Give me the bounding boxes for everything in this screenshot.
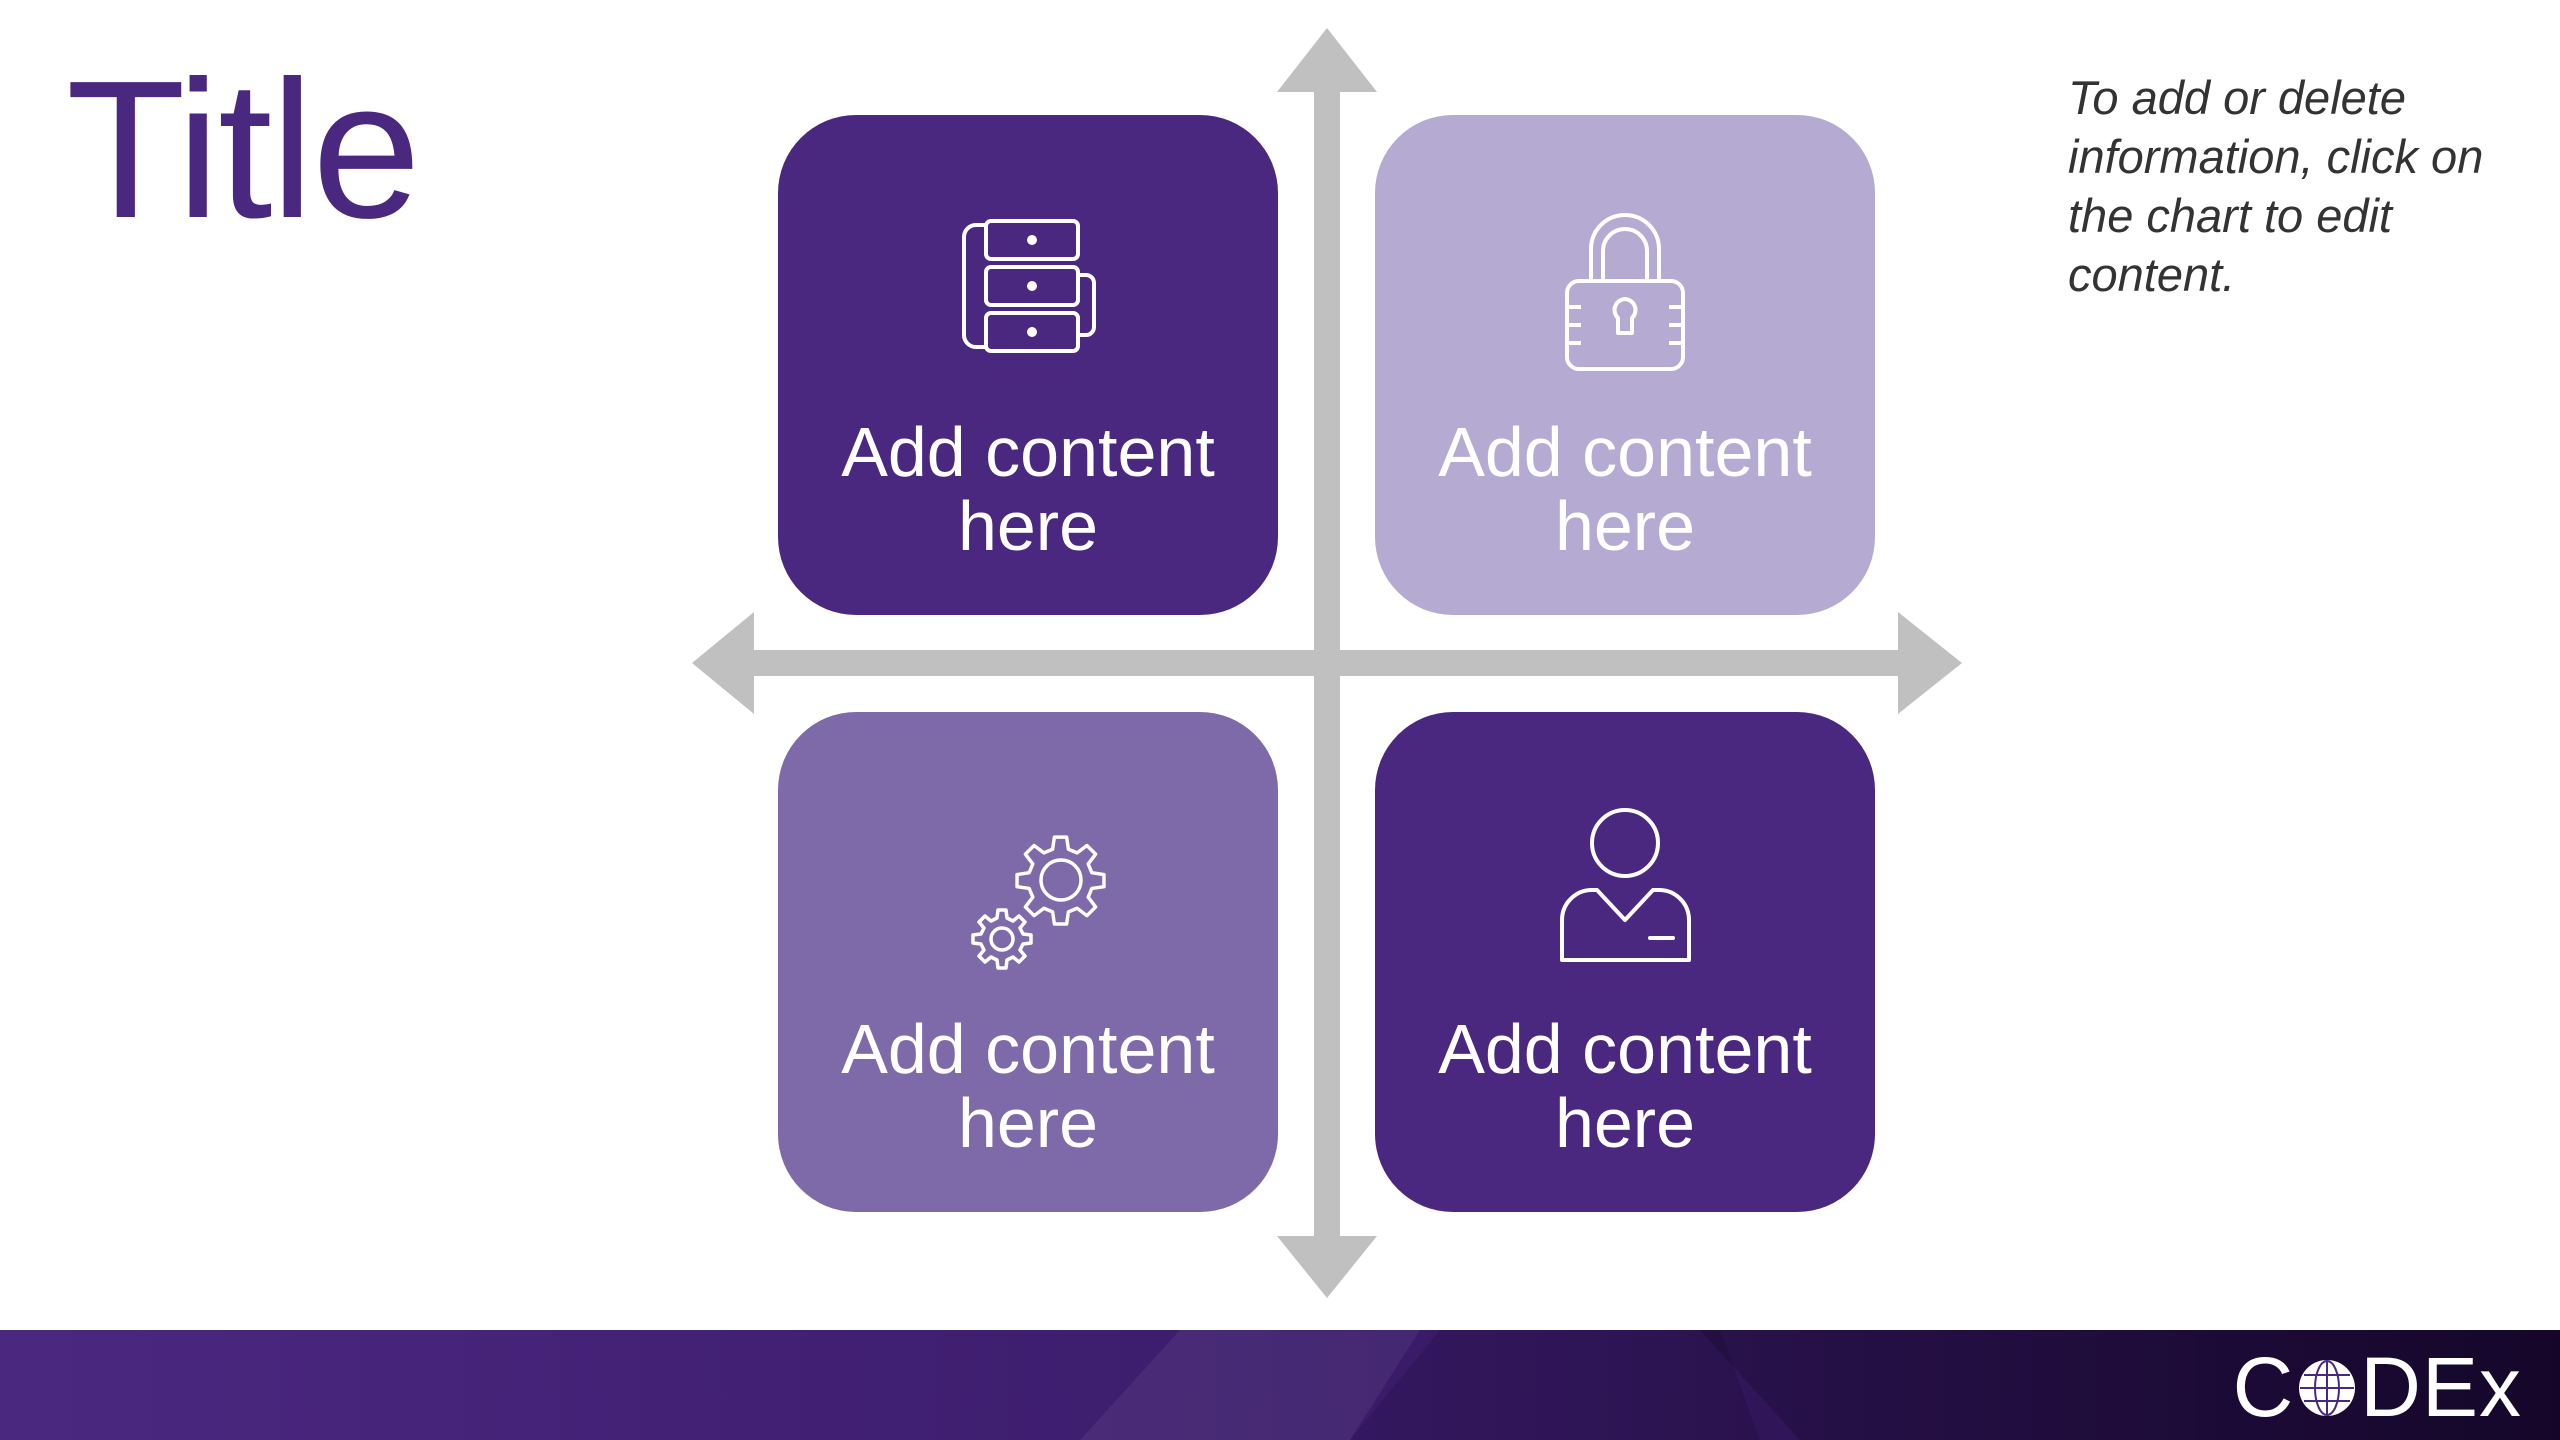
gears-icon <box>971 835 1106 970</box>
brand-suffix: DEx <box>2360 1340 2522 1434</box>
axis-arrow-down <box>1277 1236 1377 1298</box>
slide-title[interactable]: Title <box>66 40 421 259</box>
globe-icon <box>2299 1359 2356 1416</box>
footer-band <box>0 1330 2560 1440</box>
axis-arrow-left <box>692 612 754 714</box>
axis-arrow-up <box>1277 28 1377 92</box>
quadrant-label: Add content here <box>1438 413 1812 565</box>
quadrant-label: Add content here <box>1438 1010 1812 1162</box>
padlock-icon <box>1565 213 1685 371</box>
quadrant-label: Add content here <box>841 413 1215 565</box>
footer-background <box>0 1330 2560 1440</box>
codex-logo: C DEx <box>2233 1342 2522 1432</box>
user-icon <box>1560 808 1691 962</box>
server-rack-icon <box>962 219 1096 353</box>
brand-prefix: C <box>2232 1340 2295 1434</box>
horizontal-axis <box>752 650 1902 676</box>
quadrant-top-right[interactable]: Add content here <box>1375 115 1875 615</box>
quadrant-bottom-left[interactable]: Add content here <box>778 712 1278 1212</box>
quadrant-bottom-right[interactable]: Add content here <box>1375 712 1875 1212</box>
quadrant-top-left[interactable]: Add content here <box>778 115 1278 615</box>
axis-arrow-right <box>1898 612 1962 714</box>
quadrant-label: Add content here <box>841 1010 1215 1162</box>
instruction-note[interactable]: To add or delete information, click on t… <box>2068 71 2484 301</box>
